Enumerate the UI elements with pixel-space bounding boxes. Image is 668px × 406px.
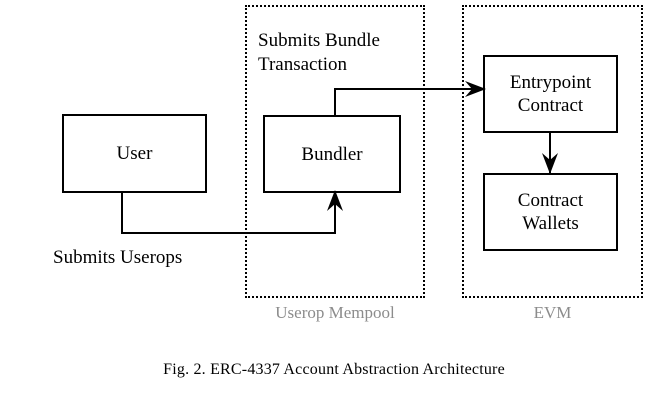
edge-label-submits-userops: Submits Userops	[53, 247, 183, 268]
edge-user-to-bundler-segment-up	[334, 193, 336, 234]
group-label-evm: EVM	[533, 303, 572, 322]
node-contract-wallets-label-line1: Contract	[517, 190, 584, 211]
edge-bundler-to-entrypoint-segment-up	[334, 88, 336, 117]
arrowhead-up-icon	[327, 190, 343, 211]
figure-caption: Fig. 2. ERC-4337 Account Abstraction Arc…	[163, 361, 505, 378]
node-user-label: User	[116, 143, 153, 164]
edge-user-to-bundler-segment-horizontal	[121, 232, 335, 234]
node-contract-wallets-label-line2: Wallets	[522, 213, 579, 234]
node-entrypoint-contract: Entrypoint Contract	[483, 55, 618, 133]
node-bundler: Bundler	[263, 115, 401, 193]
node-bundler-label: Bundler	[301, 143, 363, 165]
group-userop-mempool	[245, 5, 425, 298]
node-entrypoint-contract-label-line1: Entrypoint	[509, 72, 592, 93]
node-contract-wallets: Contract Wallets	[483, 173, 618, 251]
node-user: User	[62, 114, 207, 193]
edge-bundler-to-entrypoint-segment-horizontal	[334, 88, 486, 90]
edge-label-submits-bundle-transaction: Submits Bundle Transaction	[258, 30, 380, 75]
node-entrypoint-contract-label-line2: Contract	[517, 95, 584, 116]
group-label-userop-mempool: Userop Mempool	[275, 303, 395, 322]
group-evm	[462, 5, 643, 298]
edge-entrypoint-to-wallets-segment-down	[549, 132, 551, 174]
arrowhead-down-icon	[542, 153, 558, 174]
arrowhead-right-icon	[465, 81, 486, 97]
edge-user-to-bundler-segment-down	[121, 192, 123, 234]
